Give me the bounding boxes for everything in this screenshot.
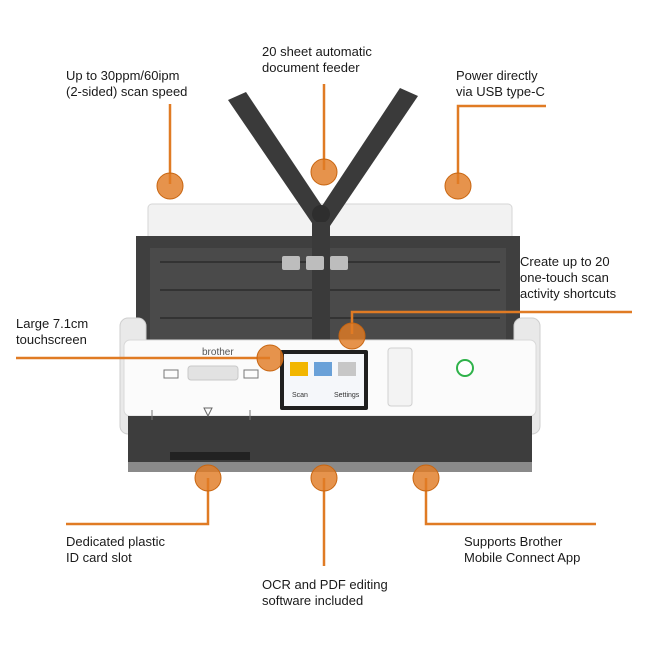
callout-document-feeder: 20 sheet automatic document feeder bbox=[262, 44, 372, 75]
callout-ocr-software: OCR and PDF editing software included bbox=[262, 577, 388, 608]
dot-ocr bbox=[310, 464, 338, 492]
id-card-slot bbox=[170, 452, 250, 460]
callout-id-card-slot: Dedicated plastic ID card slot bbox=[66, 534, 165, 565]
leader-mobile bbox=[424, 478, 596, 526]
power-icon bbox=[456, 359, 474, 377]
dot-feeder bbox=[310, 158, 338, 186]
document-feeder-arms bbox=[228, 88, 418, 346]
dot-touch bbox=[256, 344, 284, 372]
callout-usb-power: Power directly via USB type-C bbox=[456, 68, 545, 99]
callout-scan-speed: Up to 30ppm/60ipm (2-sided) scan speed bbox=[66, 68, 188, 99]
callout-shortcuts: Create up to 20 one-touch scan activity … bbox=[520, 254, 617, 301]
callout-mobile-app: Supports Brother Mobile Connect App bbox=[464, 534, 581, 565]
leader-usb bbox=[456, 104, 546, 184]
leader-shortcuts bbox=[350, 310, 632, 334]
home-button bbox=[387, 347, 413, 407]
callout-touchscreen: Large 7.1cm touchscreen bbox=[16, 316, 89, 347]
leader-idslot bbox=[66, 478, 210, 526]
dot-speed bbox=[156, 172, 184, 200]
brand-label: brother bbox=[202, 347, 234, 358]
dot-usb bbox=[444, 172, 472, 200]
lcd-scan-label: Scan bbox=[292, 392, 308, 399]
dot-mobile bbox=[412, 464, 440, 492]
lcd-settings-label: Settings bbox=[334, 392, 360, 399]
dot-idslot bbox=[194, 464, 222, 492]
dot-shortcuts bbox=[338, 322, 366, 350]
